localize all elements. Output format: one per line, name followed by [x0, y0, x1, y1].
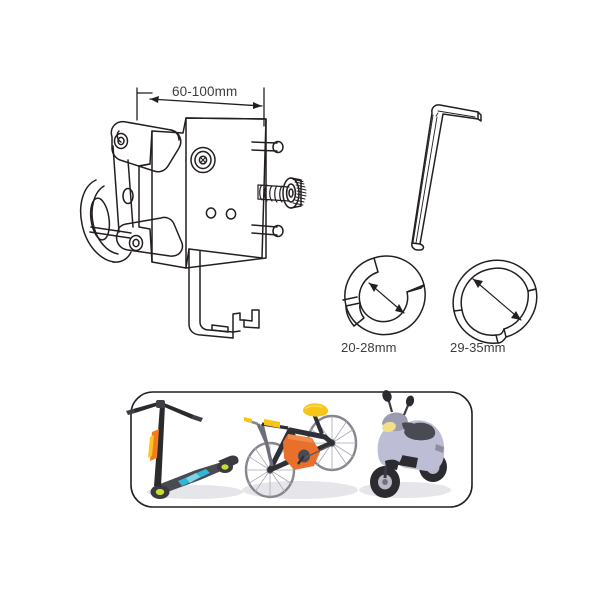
kick-scooter	[126, 400, 239, 499]
small-clamp-ring-label: 20-28mm	[341, 340, 397, 355]
holder-left-lower-arm	[115, 216, 184, 257]
bicycle	[244, 403, 358, 499]
holder-adjust-knob	[282, 177, 307, 209]
phone-width-dimension-arrow	[136, 87, 265, 127]
vehicle-shadows	[147, 481, 451, 499]
holder-face-plate	[185, 117, 267, 269]
holder-spring	[257, 184, 290, 203]
bicycle-grip	[264, 419, 280, 428]
holder-upper-rail	[251, 140, 284, 154]
moped-mirror-left	[382, 390, 392, 402]
large-clamp-ring	[452, 259, 538, 344]
holder-hole-right	[225, 208, 237, 220]
moped-leg-shield	[377, 425, 405, 468]
phone-holder-mount	[79, 117, 307, 339]
allen-key	[411, 104, 482, 251]
phone-width-label: 60-100mm	[172, 84, 238, 99]
holder-rear-clamp-ring	[79, 179, 132, 263]
large-clamp-ring-label: 29-35mm	[450, 340, 506, 355]
small-clamp-ring	[342, 255, 426, 336]
holder-side-slot	[122, 187, 134, 205]
moped-mirror-right	[405, 395, 415, 407]
compatibility-panel-border	[130, 391, 473, 508]
moped-headlight	[382, 421, 396, 433]
holder-lower-rail	[251, 224, 284, 238]
moped-scooter	[370, 390, 447, 498]
holder-pivot-screw	[190, 146, 216, 174]
holder-left-upper-arm	[110, 120, 182, 173]
holder-hole-left	[205, 207, 217, 219]
holder-bottom-bracket	[188, 248, 260, 339]
